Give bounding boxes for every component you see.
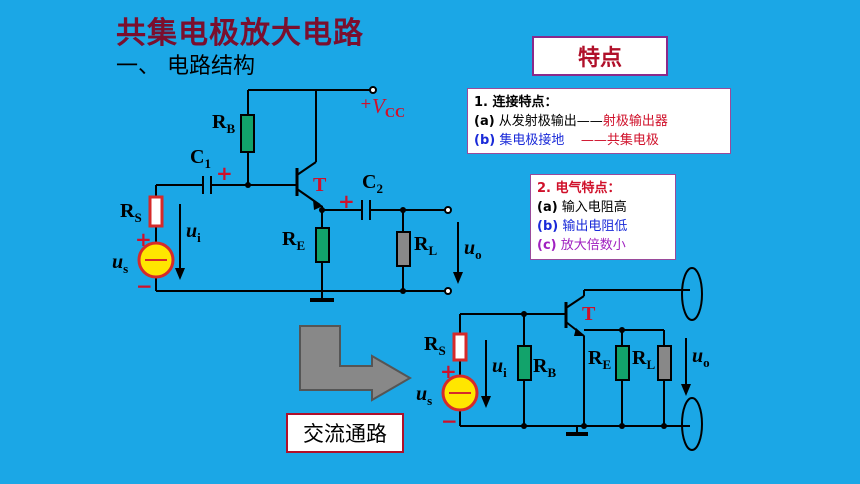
svg-text:us: us xyxy=(416,383,432,408)
connection-features-heading: 1. 连接特点： xyxy=(474,95,558,110)
resistor-rb xyxy=(240,114,255,153)
output-terminal-bottom xyxy=(681,397,703,451)
svg-text:T: T xyxy=(582,303,596,325)
label-re: RE xyxy=(282,228,305,253)
transform-arrow xyxy=(299,325,412,402)
electrical-feature-a: (a) 输入电阻高 xyxy=(537,200,627,215)
electrical-features-box: 2. 电气特点： (a) 输入电阻高 (b) 输出电阻低 (c) 放大倍数小 xyxy=(530,174,676,260)
label-vcc: VCC xyxy=(372,94,405,121)
svg-text:+: + xyxy=(440,359,457,383)
resistor-rl xyxy=(396,231,411,267)
svg-text:uo: uo xyxy=(692,345,710,370)
svg-text:ui: ui xyxy=(492,355,507,380)
page-title: 共集电极放大电路 xyxy=(116,16,364,51)
svg-text:+: + xyxy=(216,161,233,185)
electrical-feature-b: (b) 输出电阻低 xyxy=(537,219,628,234)
electrical-features-heading: 2. 电气特点： xyxy=(537,181,621,196)
ac-path-button[interactable]: 交流通路 xyxy=(286,413,404,453)
connection-feature-b: (b) 集电极接地 ——共集电极 xyxy=(474,133,659,148)
label-ui: ui xyxy=(186,220,201,245)
label-transistor: T xyxy=(313,174,327,196)
svg-text:+: + xyxy=(338,189,355,213)
features-button[interactable]: 特点 xyxy=(532,36,668,76)
label-rl: RL xyxy=(414,233,437,258)
output-terminal-top xyxy=(681,267,703,321)
label-c2: C2 xyxy=(362,171,383,196)
connection-features-box: 1. 连接特点： (a) 从发射极输出——射极输出器 (b) 集电极接地 ——共… xyxy=(467,88,731,154)
svg-text:−: − xyxy=(136,274,153,298)
label-rs: RS xyxy=(120,200,142,225)
resistor-re xyxy=(315,227,330,263)
svg-text:RE: RE xyxy=(588,347,611,372)
label-rb: RB xyxy=(212,111,235,136)
svg-text:RB: RB xyxy=(533,355,556,380)
section-subtitle: 一、 电路结构 xyxy=(116,54,255,79)
electrical-feature-c: (c) 放大倍数小 xyxy=(537,238,626,253)
label-uo: uo xyxy=(464,237,482,262)
emitter-arrow xyxy=(313,200,323,210)
label-us: us xyxy=(112,251,128,276)
label-c1: C1 xyxy=(190,146,211,171)
svg-text:−: − xyxy=(441,409,458,433)
svg-text:+: + xyxy=(135,227,152,251)
resistor-rs xyxy=(148,195,164,228)
vcc-plus-sign: + xyxy=(360,96,372,112)
connection-feature-a: (a) 从发射极输出——射极输出器 xyxy=(474,114,668,129)
svg-text:RS: RS xyxy=(424,333,446,358)
svg-text:RL: RL xyxy=(632,347,655,372)
vcc-terminal xyxy=(369,86,377,94)
